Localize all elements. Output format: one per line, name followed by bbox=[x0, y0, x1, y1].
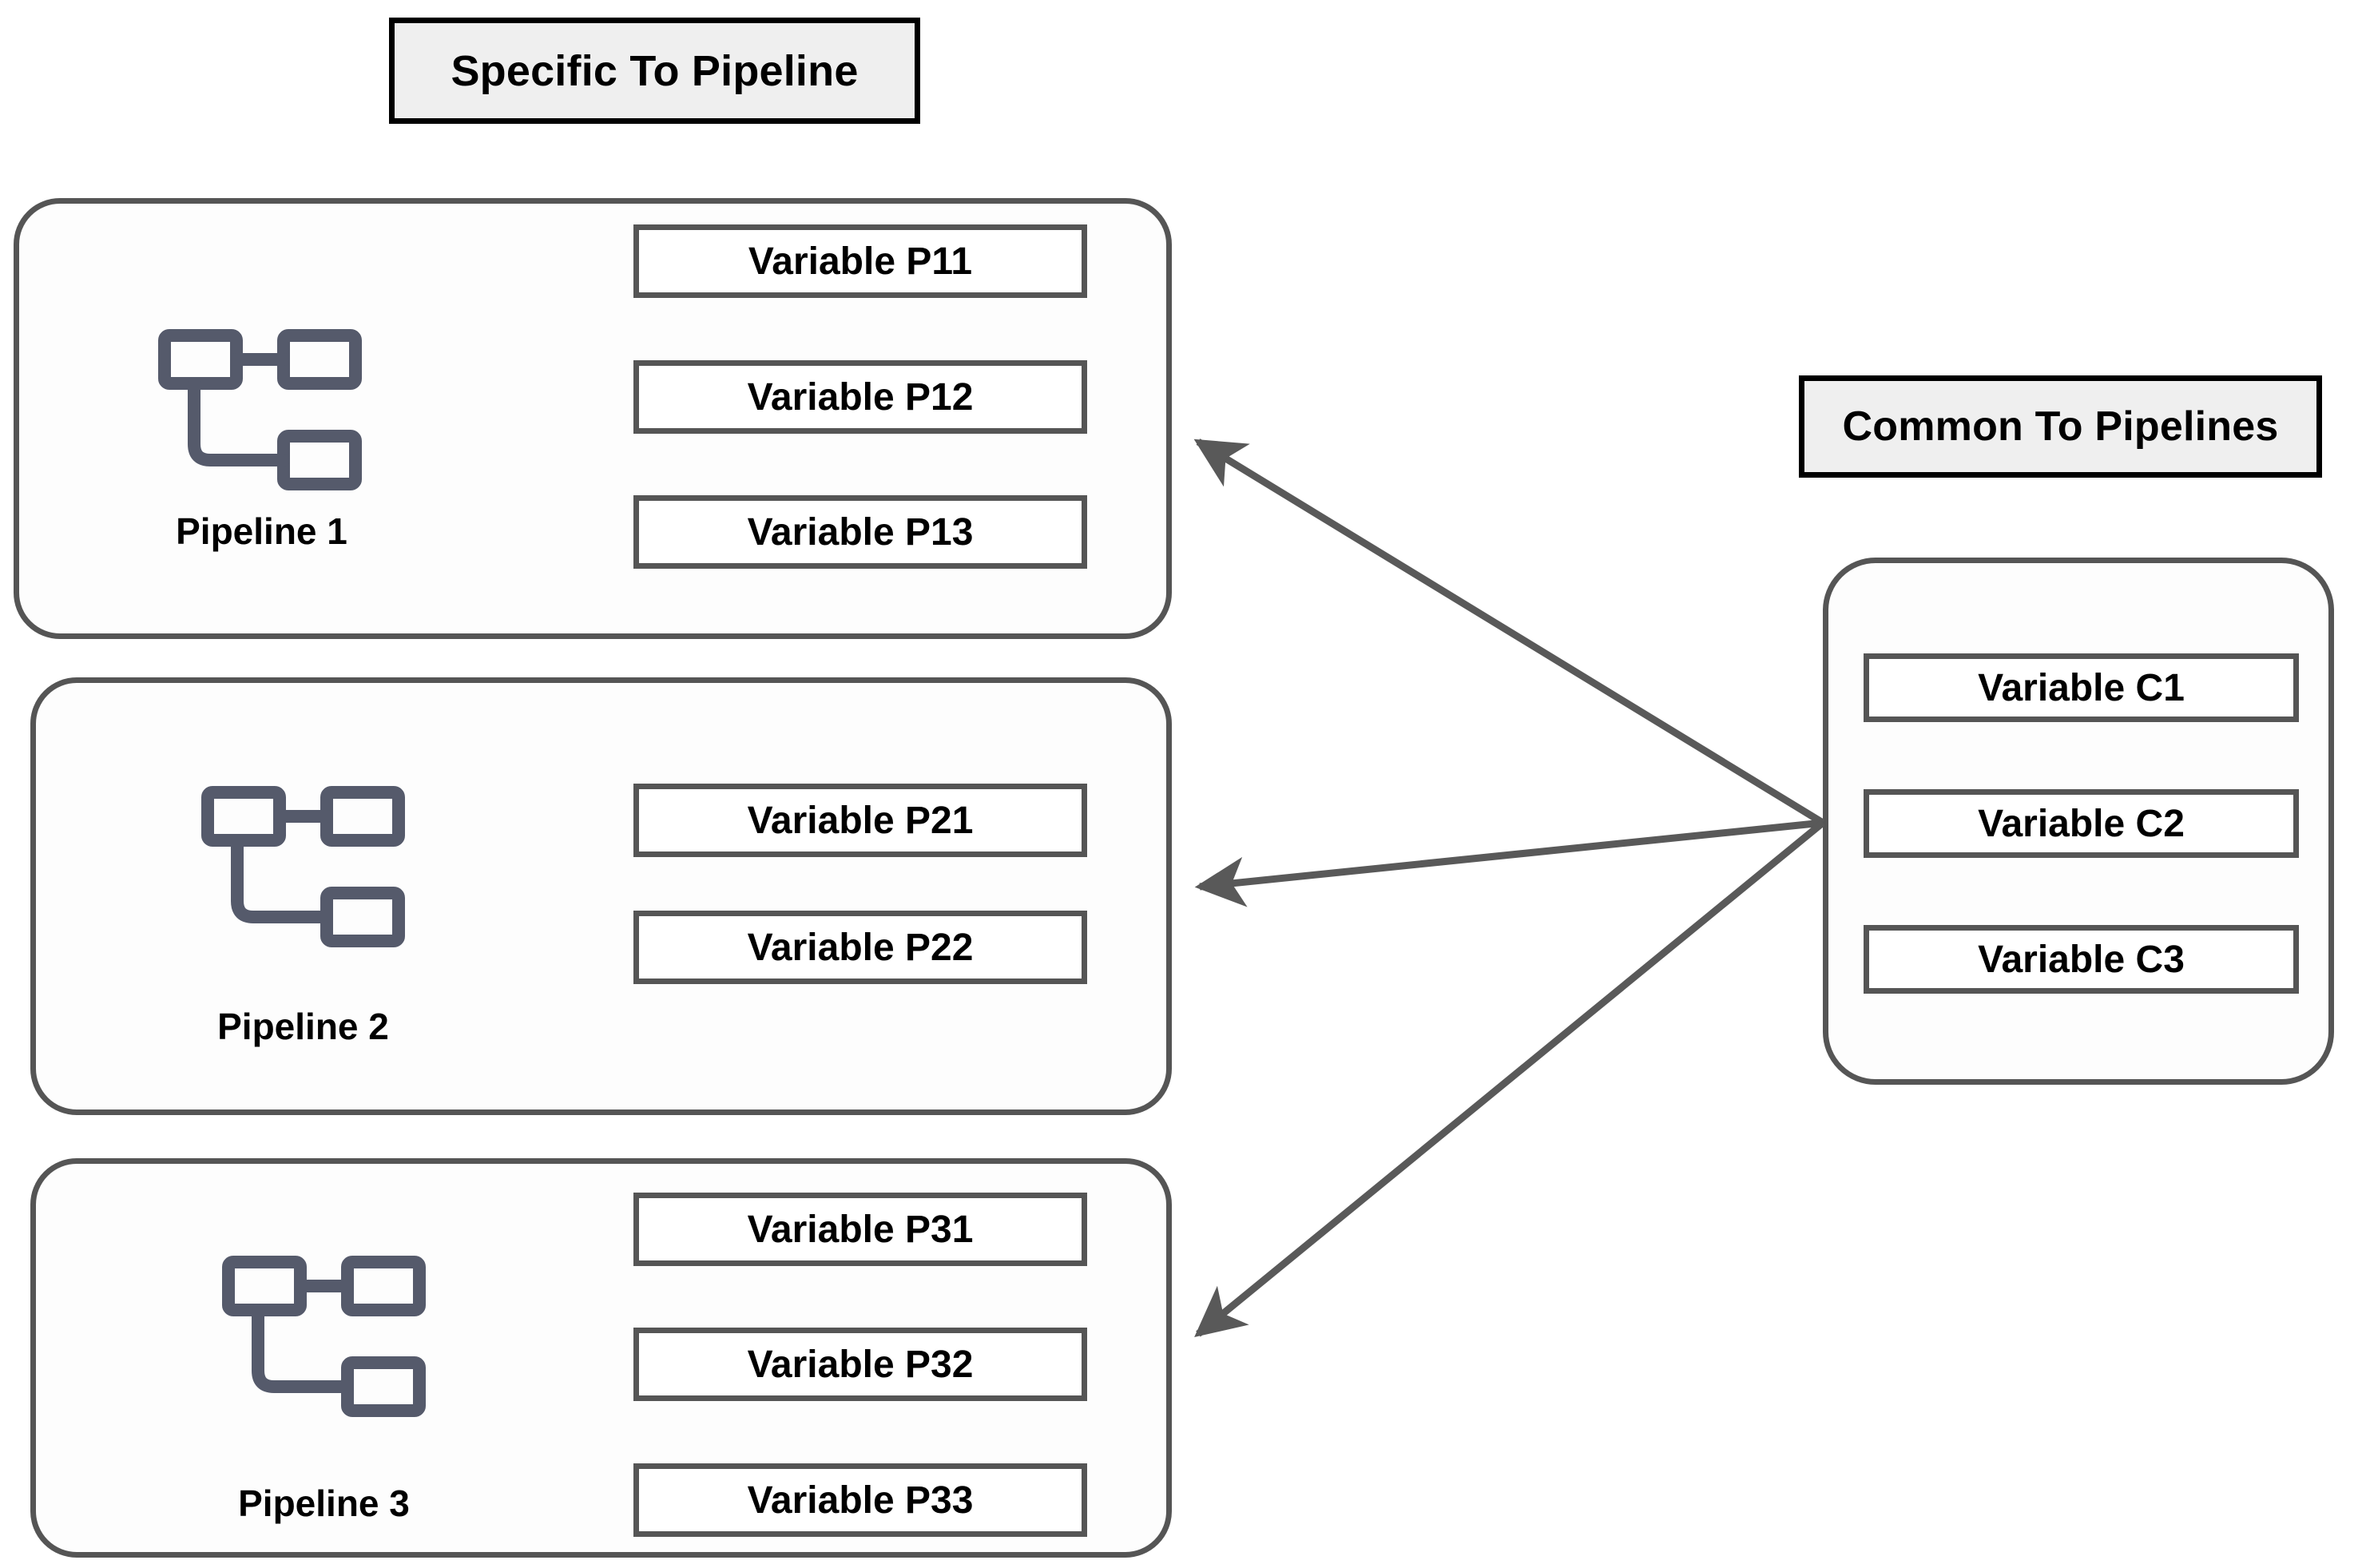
variable-box[interactable]: Variable P12 bbox=[633, 360, 1087, 434]
variable-box[interactable]: Variable P31 bbox=[633, 1193, 1087, 1266]
variable-box[interactable]: Variable C2 bbox=[1864, 789, 2299, 858]
pipeline-flow-icon bbox=[201, 786, 405, 958]
pipeline-flow-icon bbox=[158, 329, 362, 501]
variable-box[interactable]: Variable P32 bbox=[633, 1328, 1087, 1401]
connector-common-to-pipeline-2 bbox=[1194, 819, 1824, 907]
pipeline-label-2: Pipeline 2 bbox=[217, 1006, 389, 1047]
section-header-common: Common To Pipelines bbox=[1799, 375, 2322, 478]
variable-box[interactable]: Variable P13 bbox=[633, 495, 1087, 569]
connector-common-to-pipeline-1 bbox=[1193, 439, 1825, 826]
pipeline-panel-2[interactable] bbox=[30, 677, 1172, 1115]
pipeline-label-1: Pipeline 1 bbox=[176, 510, 347, 552]
section-header-specific: Specific To Pipeline bbox=[389, 18, 920, 124]
variable-box[interactable]: Variable C3 bbox=[1864, 925, 2299, 994]
variable-box[interactable]: Variable P33 bbox=[633, 1463, 1087, 1537]
variable-box[interactable]: Variable P21 bbox=[633, 784, 1087, 857]
connector-common-to-pipeline-3 bbox=[1194, 820, 1825, 1337]
pipeline-flow-icon bbox=[222, 1256, 426, 1427]
pipeline-label-3: Pipeline 3 bbox=[238, 1483, 410, 1524]
variable-box[interactable]: Variable C1 bbox=[1864, 653, 2299, 722]
variable-box[interactable]: Variable P11 bbox=[633, 224, 1087, 298]
variable-box[interactable]: Variable P22 bbox=[633, 911, 1087, 984]
